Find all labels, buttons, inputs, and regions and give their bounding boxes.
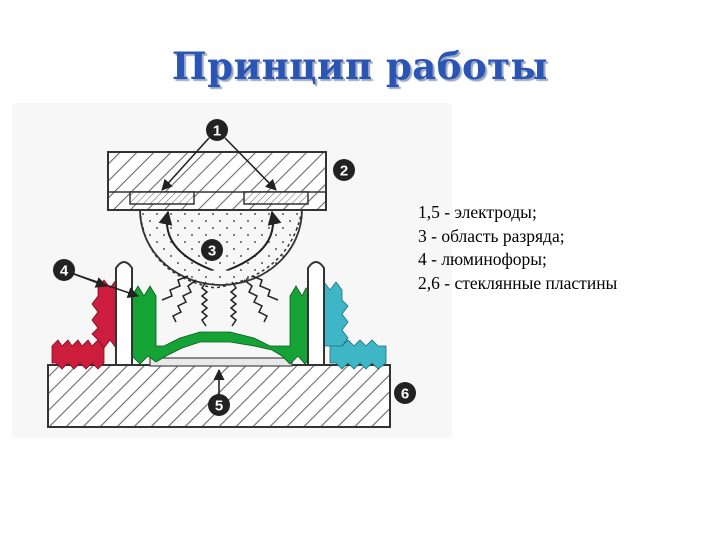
phosphor-red	[51, 279, 123, 370]
electrode-right	[243, 191, 309, 205]
callout-5-label: 5	[215, 398, 223, 415]
callout-4-label: 4	[60, 263, 69, 280]
legend-item-electrodes: 1,5 - электроды;	[418, 202, 537, 222]
phosphor-blue	[317, 281, 387, 370]
callout-2: 2	[333, 159, 355, 181]
callout-1-label: 1	[213, 123, 221, 140]
legend: 1,5 - электроды; 3 - область разряда; 4 …	[418, 201, 617, 295]
legend-item-phosphors: 4 - люминофоры;	[418, 249, 547, 269]
barrier-rib-right	[307, 261, 325, 366]
callout-6-label: 6	[401, 386, 409, 403]
legend-item-glass-plates: 2,6 - стеклянные пластины	[418, 272, 618, 293]
callout-2-label: 2	[340, 163, 348, 180]
barrier-rib-left	[115, 261, 133, 366]
callout-4: 4	[53, 259, 75, 281]
legend-item-discharge: 3 - область разряда;	[418, 225, 565, 246]
callout-5: 5	[208, 394, 230, 416]
electrode-left	[129, 191, 195, 205]
slide-title: Принцип работы	[171, 44, 549, 88]
uv-rays	[161, 275, 279, 327]
callout-3: 3	[201, 239, 223, 261]
callout-6: 6	[394, 382, 416, 404]
callout-1: 1	[206, 119, 228, 141]
callout-3-label: 3	[208, 243, 216, 260]
address-electrode	[149, 357, 293, 367]
